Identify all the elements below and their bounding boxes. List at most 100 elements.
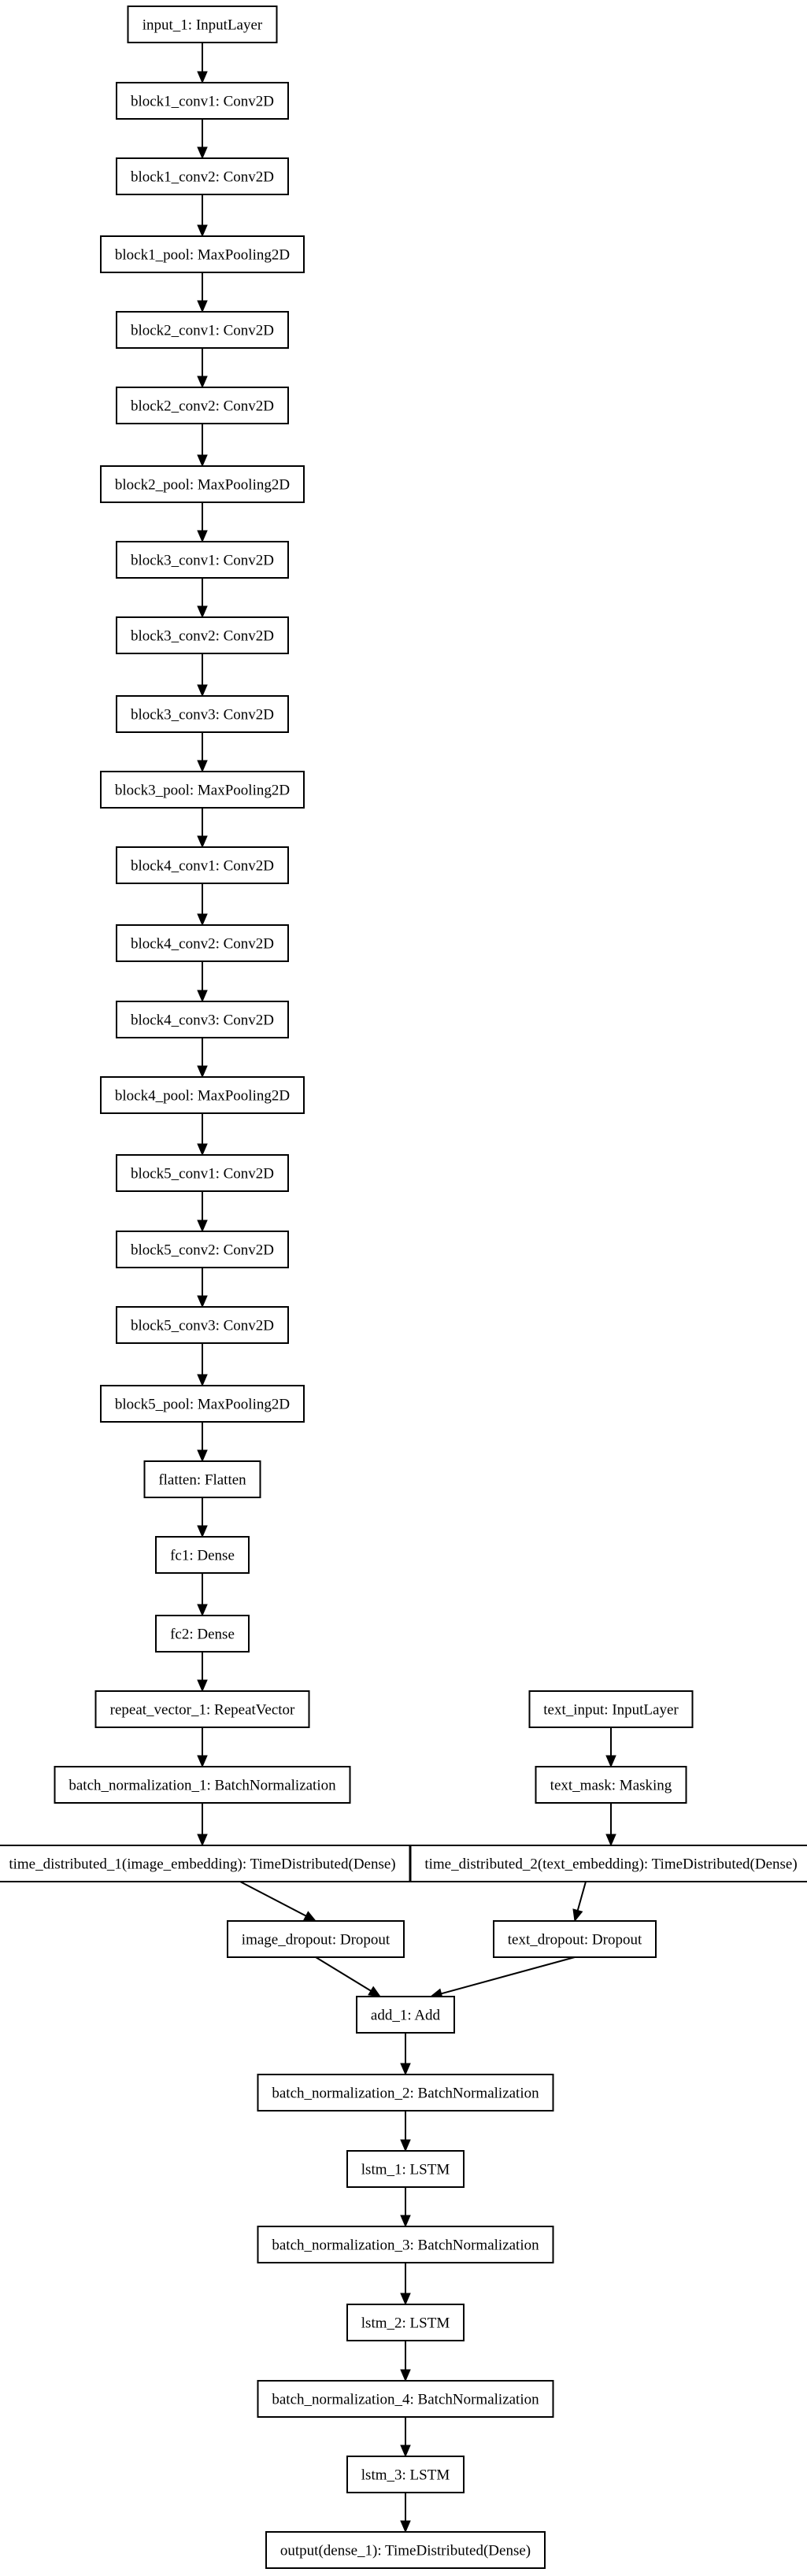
layer-box [409,1845,807,1882]
edge-block3-conv1-to-block3-conv2 [197,578,208,619]
arrowhead [303,1911,317,1922]
arrowhead [197,146,208,160]
edge-line [441,1956,576,1995]
layer-node-block3-pool: block3_pool: MaxPooling2D [100,771,305,809]
layer-box [155,1615,250,1653]
layer-node-block1-conv1: block1_conv1: Conv2D [116,82,289,120]
layer-node-block1-conv2: block1_conv2: Conv2D [116,157,289,195]
layer-label: time_distributed_2(text_embedding): Time… [424,1856,797,1873]
edge-line [239,1881,307,1917]
layer-label: output(dense_1): TimeDistributed(Dense) [280,2543,531,2559]
layer-node-fc2: fc2: Dense [155,1615,250,1653]
layer-node-block3-conv1: block3_conv1: Conv2D [116,541,289,579]
layer-box [127,6,278,43]
edge-fc2-to-repeat-vector-1 [197,1652,208,1693]
layer-box [100,771,305,809]
edge-block2-conv1-to-block2-conv2 [197,348,208,389]
layer-node-block5-conv1: block5_conv1: Conv2D [116,1154,289,1192]
layer-node-block1-pool: block1_pool: MaxPooling2D [100,235,305,273]
layer-box [143,1460,261,1498]
edge-block2-conv2-to-block2-pool [197,424,208,468]
layer-node-lstm-1: lstm_1: LSTM [346,2150,465,2188]
arrowhead [400,2369,411,2382]
layer-label: block5_conv3: Conv2D [131,1318,274,1334]
layer-node-input-1: input_1: InputLayer [127,6,278,43]
layer-node-block5-pool: block5_pool: MaxPooling2D [100,1385,305,1423]
layer-node-text-dropout: text_dropout: Dropout [493,1920,657,1958]
layer-label: flatten: Flatten [158,1472,246,1489]
layer-label: text_dropout: Dropout [508,1932,642,1949]
layer-box [227,1920,405,1958]
arrowhead [197,760,208,773]
layer-box [116,695,289,733]
edge-batch-normalization-2-to-lstm-1 [400,2111,411,2152]
edge-text-input-to-text-mask [605,1727,616,1768]
arrowhead [400,2215,411,2228]
edge-text-dropout-to-add-1 [429,1956,576,1999]
layer-box [100,235,305,273]
layer-node-flatten: flatten: Flatten [143,1460,261,1498]
layer-box [265,2531,546,2569]
layer-label: block2_conv2: Conv2D [131,398,274,415]
arrowhead [197,224,208,238]
arrowhead [197,990,208,1003]
edge-block5-conv2-to-block5-conv3 [197,1268,208,1308]
layer-node-batch-normalization-3: batch_normalization_3: BatchNormalizatio… [257,2226,554,2263]
edge-block4-conv2-to-block4-conv3 [197,961,208,1003]
layer-box [116,157,289,195]
layer-box [528,1690,694,1728]
layer-box [94,1690,310,1728]
layer-label: add_1: Add [371,2008,441,2024]
edge-block1-pool-to-block2-conv1 [197,272,208,313]
edge-batch-normalization-1-to-time-distributed-1 [197,1803,208,1847]
edge-block3-pool-to-block4-conv1 [197,808,208,849]
layer-node-batch-normalization-2: batch_normalization_2: BatchNormalizatio… [257,2074,554,2112]
layer-label: block4_conv2: Conv2D [131,936,274,953]
layer-node-batch-normalization-4: batch_normalization_4: BatchNormalizatio… [257,2380,554,2418]
layer-box [100,465,305,503]
layer-label: block2_pool: MaxPooling2D [115,477,290,494]
arrowhead [197,1755,208,1768]
edge-add-1-to-batch-normalization-2 [400,2033,411,2076]
layer-label: block1_conv2: Conv2D [131,169,274,186]
layer-node-add-1: add_1: Add [356,1996,455,2034]
edges-layer [197,43,616,2533]
layer-node-output: output(dense_1): TimeDistributed(Dense) [265,2531,546,2569]
edge-block3-conv2-to-block3-conv3 [197,653,208,698]
layer-label: block4_pool: MaxPooling2D [115,1088,290,1105]
arrowhead [197,1679,208,1693]
layer-box [116,541,289,579]
layer-node-block5-conv2: block5_conv2: Conv2D [116,1231,289,1268]
layer-label: lstm_2: LSTM [361,2315,450,2332]
edge-input-1-to-block1-conv1 [197,43,208,84]
layer-node-block4-pool: block4_pool: MaxPooling2D [100,1076,305,1114]
layer-label: block1_conv1: Conv2D [131,94,274,110]
layer-box [116,846,289,884]
layer-label: block2_conv1: Conv2D [131,323,274,339]
layer-label: fc1: Dense [170,1548,235,1564]
layer-label: block3_pool: MaxPooling2D [115,783,290,799]
edge-time-distributed-1-to-image-dropout [239,1881,317,1922]
layer-label: lstm_3: LSTM [361,2467,450,2484]
arrowhead [197,1374,208,1387]
edge-fc1-to-fc2 [197,1573,208,1617]
arrowhead [197,1295,208,1308]
layer-label: block5_conv2: Conv2D [131,1242,274,1259]
layer-label: batch_normalization_3: BatchNormalizatio… [272,2237,539,2254]
edge-batch-normalization-3-to-lstm-2 [400,2263,411,2306]
layer-box [116,1231,289,1268]
layer-box [257,2074,554,2112]
arrowhead [197,454,208,468]
layer-box [116,1154,289,1192]
arrowhead [197,913,208,927]
layer-node-block4-conv1: block4_conv1: Conv2D [116,846,289,884]
layer-box [100,1076,305,1114]
layer-node-block5-conv3: block5_conv3: Conv2D [116,1306,289,1344]
arrowhead [197,376,208,389]
layer-node-time-distributed-2: time_distributed_2(text_embedding): Time… [409,1845,807,1882]
layer-label: text_input: InputLayer [543,1702,679,1719]
layer-node-block2-pool: block2_pool: MaxPooling2D [100,465,305,503]
layer-box [116,1001,289,1038]
arrowhead [400,2293,411,2306]
layer-node-batch-normalization-1: batch_normalization_1: BatchNormalizatio… [54,1766,351,1804]
